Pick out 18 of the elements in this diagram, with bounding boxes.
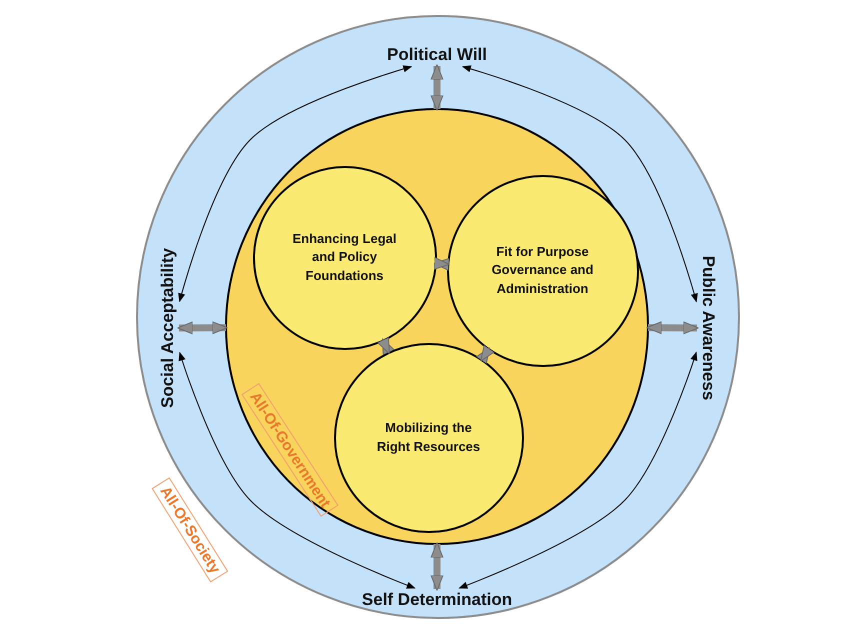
node-label: Enhancing Legal and Policy Foundations — [291, 230, 398, 285]
thick-double-arrow — [433, 256, 450, 271]
thick-double-arrow — [430, 542, 444, 591]
double-arrow — [178, 352, 416, 589]
outer-label: Political Will — [387, 45, 487, 65]
thick-double-arrow — [177, 321, 228, 334]
thick-double-arrow — [377, 337, 395, 356]
double-arrow — [462, 65, 698, 303]
thick-double-arrow — [646, 321, 699, 334]
double-arrow — [458, 351, 698, 589]
thick-double-arrow — [430, 64, 444, 111]
thick-double-arrow — [476, 344, 495, 364]
node-label: Fit for Purpose Governance and Administration — [490, 243, 594, 298]
outer-label: Self Determination — [362, 590, 512, 610]
node-label: Mobilizing the Right Resources — [376, 419, 482, 456]
outer-label: Public Awareness — [698, 256, 718, 400]
outer-label: Social Acceptability — [158, 248, 178, 408]
double-arrow — [178, 65, 412, 302]
